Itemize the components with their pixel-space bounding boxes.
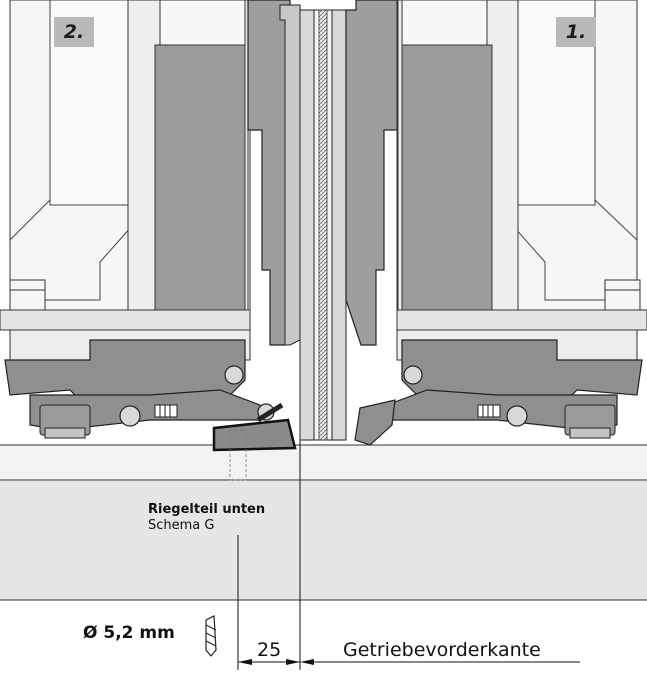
edge-label: Getriebevorderkante <box>343 639 541 661</box>
left-sash-post <box>247 0 315 441</box>
left-frame <box>0 0 251 331</box>
center-gasket <box>313 9 347 441</box>
dimension-value: 25 <box>257 639 282 661</box>
dimension-lines <box>237 440 580 670</box>
floor-area <box>0 444 647 601</box>
right-sash-post <box>345 0 399 346</box>
right-hinge <box>354 329 643 446</box>
panel-number-right: 1. <box>556 17 596 47</box>
right-frame <box>396 0 647 331</box>
locking-bolt <box>212 402 297 481</box>
drill-diameter-label: Ø 5,2 mm <box>83 623 175 643</box>
panel-number-left: 2. <box>54 17 94 47</box>
part-subtitle: Schema G <box>148 518 215 533</box>
drill-bit-icon <box>205 615 217 657</box>
part-title: Riegelteil unten <box>148 502 266 517</box>
left-hinge <box>4 329 275 439</box>
